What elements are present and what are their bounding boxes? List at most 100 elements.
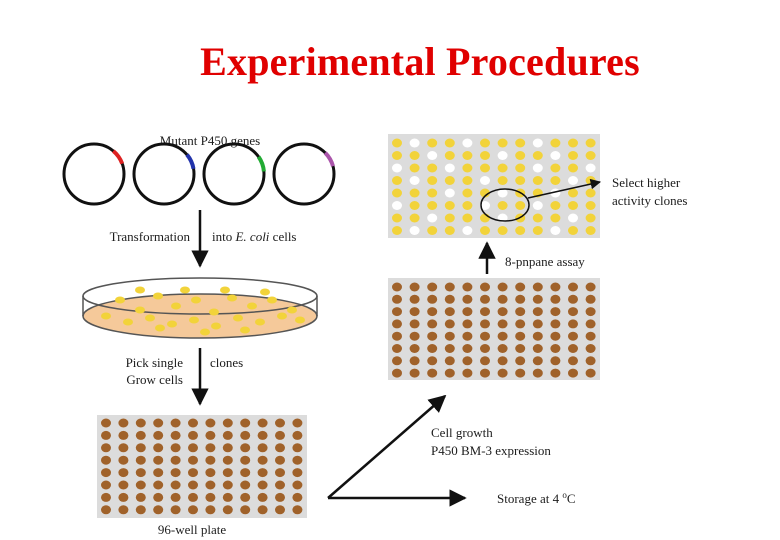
well: [568, 294, 578, 304]
well: [135, 418, 146, 428]
well: [240, 443, 251, 453]
well: [462, 176, 473, 185]
colony: [211, 322, 221, 330]
plasmid-mutation-mark: [323, 151, 335, 167]
well: [240, 430, 251, 440]
well: [135, 455, 146, 465]
well: [444, 294, 455, 304]
page-title: Experimental Procedures: [200, 39, 640, 84]
well: [392, 176, 402, 185]
well: [409, 138, 420, 148]
well: [292, 430, 303, 440]
well: [497, 344, 508, 353]
well: [568, 213, 578, 223]
well: [188, 492, 198, 502]
well: [585, 151, 596, 160]
well: [275, 418, 285, 428]
plasmid-1: [62, 142, 126, 206]
well: [153, 455, 164, 465]
well: [257, 455, 268, 465]
well: [427, 331, 438, 341]
colony: [220, 286, 230, 294]
well: [275, 468, 285, 478]
well: [205, 468, 216, 478]
well: [427, 201, 438, 210]
well: [568, 307, 578, 317]
well: [409, 226, 420, 235]
select-higher-label: Select higher: [612, 175, 681, 190]
well: [275, 505, 285, 515]
petri-dish: [82, 277, 318, 339]
colony: [155, 324, 165, 332]
colony: [101, 312, 111, 320]
well: [480, 307, 490, 317]
well: [568, 188, 578, 198]
well: [480, 151, 490, 160]
well: [392, 356, 402, 366]
well: [497, 176, 508, 185]
well: [462, 282, 473, 292]
well: [585, 226, 596, 235]
well: [497, 163, 508, 173]
well: [222, 443, 233, 453]
assay-label: 8-pnpane assay: [505, 254, 585, 269]
well: [480, 226, 490, 235]
colony: [153, 292, 163, 300]
well: [532, 201, 543, 210]
well: [444, 213, 455, 223]
well: [392, 138, 402, 148]
well: [550, 356, 561, 366]
colony: [227, 294, 237, 302]
well: [409, 307, 420, 317]
well: [497, 188, 508, 198]
well: [392, 344, 402, 353]
well: [444, 282, 455, 292]
well: [205, 430, 216, 440]
well: [462, 331, 473, 341]
colony: [135, 306, 145, 314]
colony: [171, 302, 181, 310]
well: [568, 201, 578, 210]
well: [462, 294, 473, 304]
well: [444, 331, 455, 341]
well: [480, 188, 490, 198]
well: [427, 163, 438, 173]
well: [532, 138, 543, 148]
well: [515, 307, 526, 317]
well: [568, 319, 578, 329]
well: [135, 480, 146, 490]
well: [444, 356, 455, 366]
well: [153, 480, 164, 490]
well: [480, 368, 490, 378]
well: [480, 201, 490, 210]
well: [292, 418, 303, 428]
well: [497, 294, 508, 304]
well: [222, 492, 233, 502]
well: [515, 282, 526, 292]
colony: [123, 318, 133, 326]
well: [292, 443, 303, 453]
well: [205, 480, 216, 490]
well: [480, 356, 490, 366]
well: [170, 480, 181, 490]
well: [480, 331, 490, 341]
well: [257, 443, 268, 453]
well: [409, 368, 420, 378]
well: [550, 213, 561, 223]
well: [497, 368, 508, 378]
colony: [189, 316, 199, 324]
colony: [135, 286, 145, 294]
transformation-target-label: into E. coli cells: [212, 229, 297, 244]
well: [275, 443, 285, 453]
well: [532, 151, 543, 160]
colony: [240, 326, 250, 334]
well: [427, 176, 438, 185]
well: [585, 307, 596, 317]
well: [118, 468, 129, 478]
well: [153, 492, 164, 502]
well: [427, 138, 438, 148]
well: [462, 138, 473, 148]
well: [568, 226, 578, 235]
well: [497, 138, 508, 148]
well: [568, 163, 578, 173]
